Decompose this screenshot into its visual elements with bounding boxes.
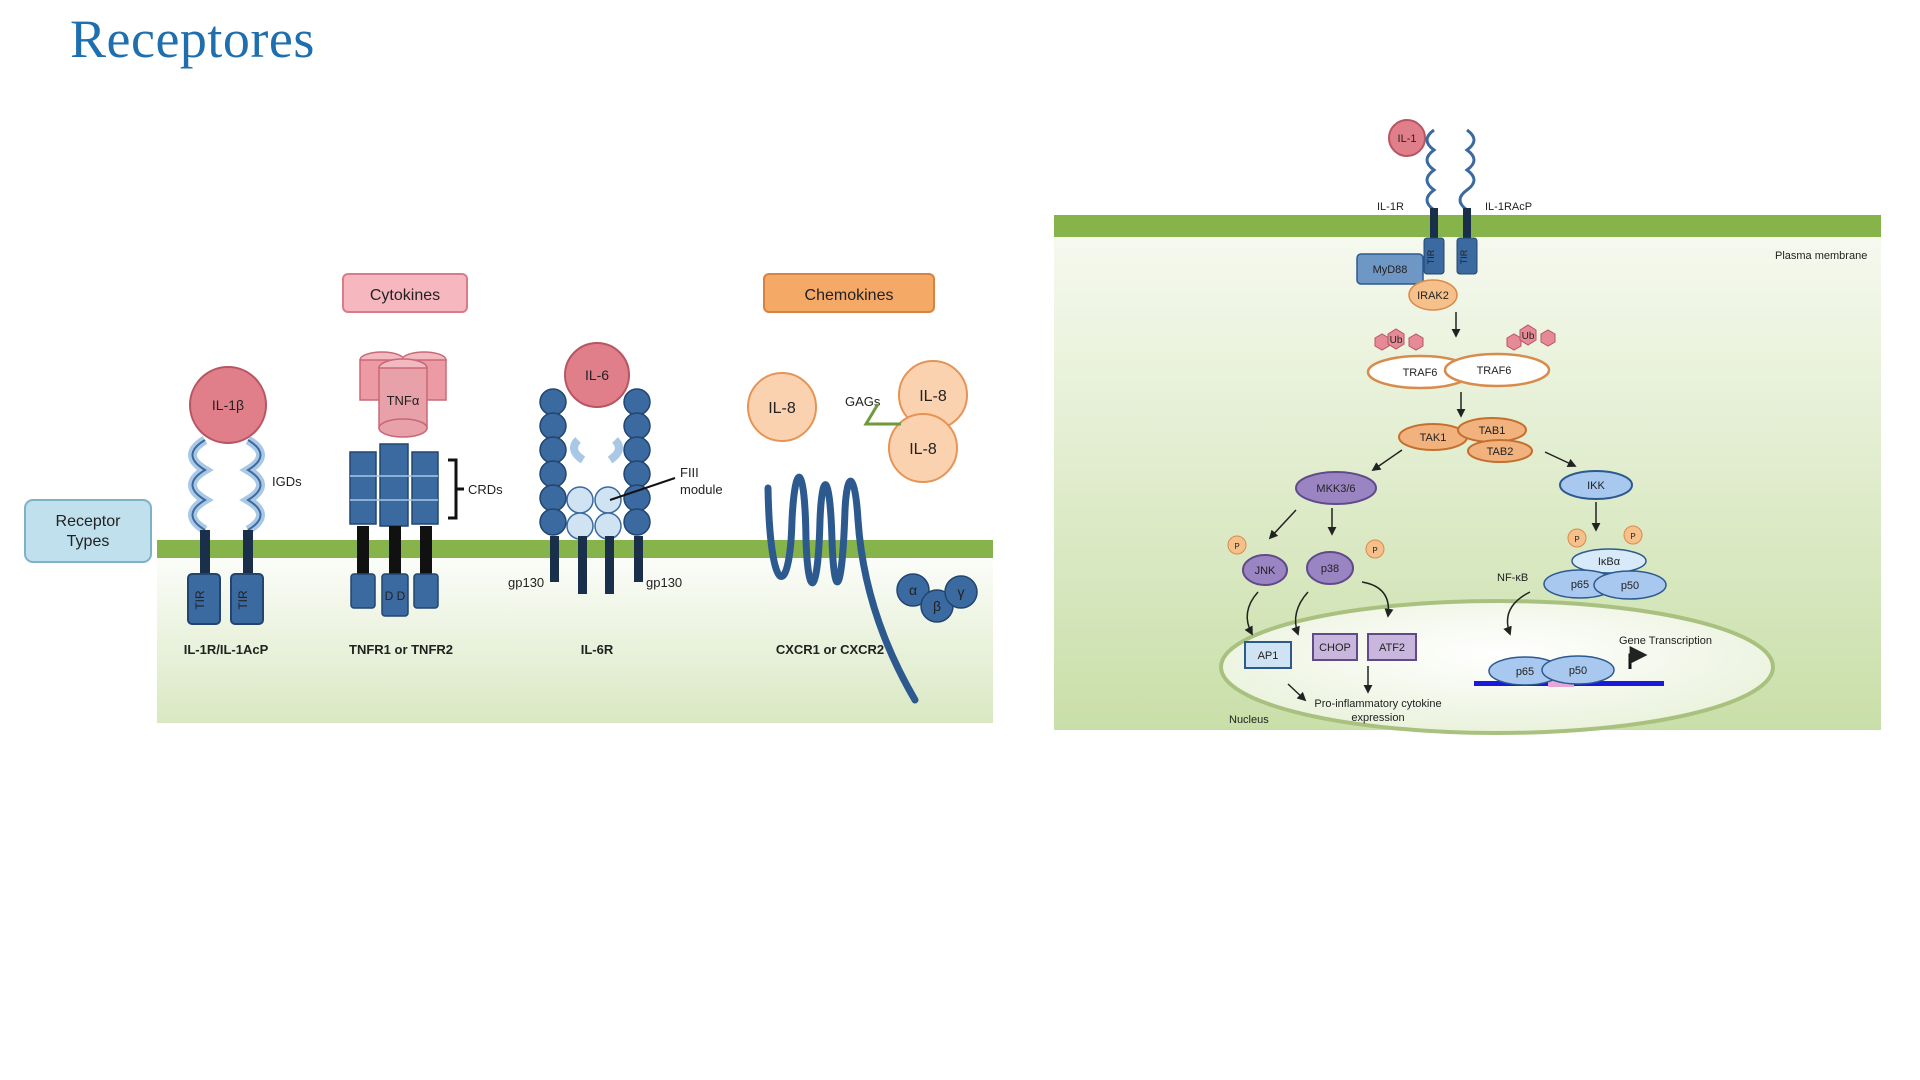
- p-label-p38: P: [1372, 546, 1377, 555]
- jnk-node: [1242, 554, 1288, 586]
- gags-label: GAGs: [845, 394, 881, 409]
- il8-ligand-3: [888, 413, 958, 483]
- receptor-name-tnfr: TNFR1 or TNFR2: [349, 642, 453, 657]
- il1-label: IL-1: [1398, 133, 1417, 145]
- receptor-name-il6r: IL-6R: [581, 642, 614, 657]
- traf6-label-2: TRAF6: [1477, 365, 1512, 377]
- g-gamma-label: γ: [958, 584, 965, 600]
- ikba-label: IκBα: [1598, 556, 1621, 568]
- il8-label-2: IL-8: [919, 388, 947, 405]
- cxcr-receptor: IL-8 IL-8 IL-8 GAGs α β γ CXCR1 or CXCR2: [747, 360, 978, 704]
- slide-title: Receptores: [70, 9, 315, 69]
- p38-node: [1306, 551, 1354, 585]
- il6r-receptor: IL-6 FIII module gp130 gp130 IL-6R: [508, 342, 723, 657]
- il1-ligand: [1388, 119, 1426, 157]
- ap1-label: AP1: [1258, 650, 1279, 662]
- jnk-label: JNK: [1255, 565, 1276, 577]
- chemokines-label: Chemokines: [805, 287, 894, 304]
- atf2-label: ATF2: [1379, 642, 1405, 654]
- il8-label-1: IL-8: [768, 400, 796, 417]
- il1r-label: IL-1R: [1377, 201, 1404, 213]
- p50-label-cytoplasm: p50: [1621, 580, 1639, 592]
- gene-transcription-label: Gene Transcription: [1619, 635, 1712, 647]
- gp130-label-left: gp130: [508, 575, 544, 590]
- p50-node-nucleus: [1541, 655, 1615, 685]
- tab2-node: [1467, 439, 1533, 463]
- p65-label-cytoplasm: p65: [1571, 579, 1589, 591]
- right-tir-label-1: TIR: [1426, 249, 1436, 264]
- receptor-name-il1r: IL-1R/IL-1AcP: [184, 642, 269, 657]
- tnfa-label: TNFα: [387, 393, 420, 408]
- il8-ligand-1: [747, 372, 817, 442]
- left-plasma-membrane: [157, 540, 993, 558]
- il8-label-3: IL-8: [909, 441, 937, 458]
- right-panel-il1-signaling: Plasma membrane IL-1 IL-1R IL-1RAcP TIR …: [1054, 119, 1881, 735]
- ub-label-1: Ub: [1390, 335, 1403, 346]
- igds-label: IGDs: [272, 474, 302, 489]
- il1b-ligand: [189, 366, 267, 444]
- cytokines-label: Cytokines: [370, 287, 440, 304]
- nfkb-label: NF-κB: [1497, 572, 1528, 584]
- tak1-label: TAK1: [1420, 432, 1447, 444]
- ap1-box: [1244, 641, 1292, 669]
- ub-label-2: Ub: [1522, 331, 1535, 342]
- p-label-ikba-2: P: [1630, 532, 1635, 541]
- proinflam-label-line2: expression: [1351, 712, 1404, 724]
- fiii-label-line2: module: [680, 482, 723, 497]
- p38-label: p38: [1321, 563, 1339, 575]
- traf6-label-1: TRAF6: [1403, 367, 1438, 379]
- gp130-label-right: gp130: [646, 575, 682, 590]
- left-cell-interior: [157, 540, 993, 723]
- chemokines-badge: [763, 273, 935, 313]
- g-beta-label: β: [933, 598, 941, 614]
- traf6-node-2: [1443, 352, 1551, 388]
- plasma-membrane-label: Plasma membrane: [1775, 250, 1867, 262]
- g-alpha-label: α: [909, 582, 917, 598]
- chop-label: CHOP: [1319, 642, 1351, 654]
- nucleus-label: Nucleus: [1229, 714, 1269, 726]
- dna-binding-site: [1548, 680, 1574, 687]
- cytokines-badge: [342, 273, 468, 313]
- irak2-node: [1408, 279, 1458, 311]
- crds-label: CRDs: [468, 482, 503, 497]
- irak2-label: IRAK2: [1417, 290, 1449, 302]
- gpcr-helix: [764, 473, 919, 704]
- receptor-name-cxcr: CXCR1 or CXCR2: [776, 642, 884, 657]
- p-label-ikba-1: P: [1574, 535, 1579, 544]
- p-label-jnk: P: [1234, 542, 1239, 551]
- il1racp-label: IL-1RAcP: [1485, 201, 1532, 213]
- tir-label-2: TIR: [236, 590, 250, 610]
- tir-label-1: TIR: [193, 590, 207, 610]
- il1b-label: IL-1β: [212, 397, 244, 413]
- proinflam-label-line1: Pro-inflammatory cytokine: [1314, 698, 1441, 710]
- fiii-label-line1: FIII: [680, 465, 699, 480]
- transcription-arrow: [1628, 646, 1648, 669]
- tab1-label: TAB1: [1479, 425, 1506, 437]
- right-tir-label-2: TIR: [1459, 249, 1469, 264]
- myd88-label: MyD88: [1373, 264, 1408, 276]
- chop-box: [1312, 633, 1358, 661]
- il1r-receptor: IL-1β IGDs TIR TIR IL-1R/IL-1AcP: [184, 366, 302, 657]
- mkk36-label: MKK3/6: [1316, 483, 1355, 495]
- dd-label: D D: [385, 589, 406, 603]
- mkk36-node: [1295, 471, 1377, 505]
- il6-label: IL-6: [585, 367, 609, 383]
- myd88-box: [1356, 253, 1424, 285]
- il6-ligand: [564, 342, 630, 408]
- ikk-node: [1559, 470, 1633, 500]
- ikk-label: IKK: [1587, 480, 1605, 492]
- p50-label-nucleus: p50: [1569, 665, 1587, 677]
- tnfr-receptor: TNFα CRDs D D TNFR1 or TNFR2: [349, 351, 503, 657]
- atf2-box: [1367, 633, 1417, 661]
- p65-label-nucleus: p65: [1516, 666, 1534, 678]
- p50-node-cytoplasm: [1593, 570, 1667, 600]
- tab2-label: TAB2: [1487, 446, 1514, 458]
